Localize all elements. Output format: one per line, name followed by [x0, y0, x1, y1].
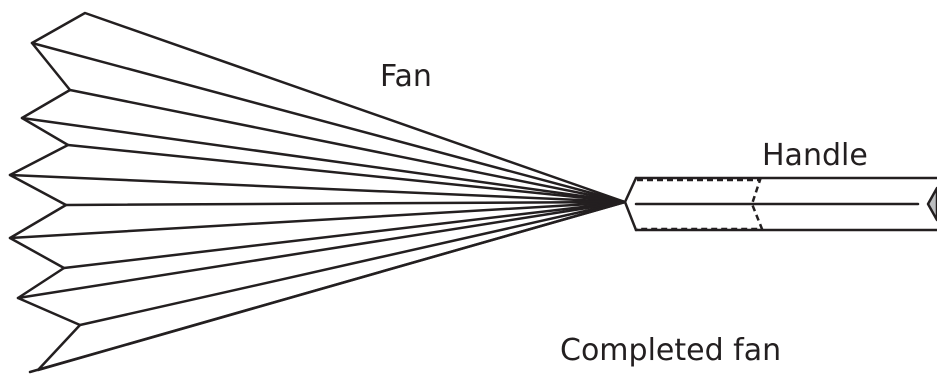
fan-fold-line	[70, 90, 625, 202]
handle-label: Handle	[762, 141, 868, 171]
fan-fold-line	[18, 202, 625, 298]
fan-label: Fan	[380, 62, 432, 92]
fan-fold-line	[10, 202, 625, 238]
fan-fold-line	[32, 43, 625, 202]
handle-left-end	[625, 178, 636, 230]
fan-fold-line	[66, 202, 625, 205]
handle-end-tip	[928, 188, 937, 220]
completed-fan-caption: Completed fan	[560, 336, 781, 366]
fan-fold-line	[64, 202, 625, 268]
fan-fold-line	[80, 202, 625, 325]
fan-fold-line	[30, 202, 625, 372]
